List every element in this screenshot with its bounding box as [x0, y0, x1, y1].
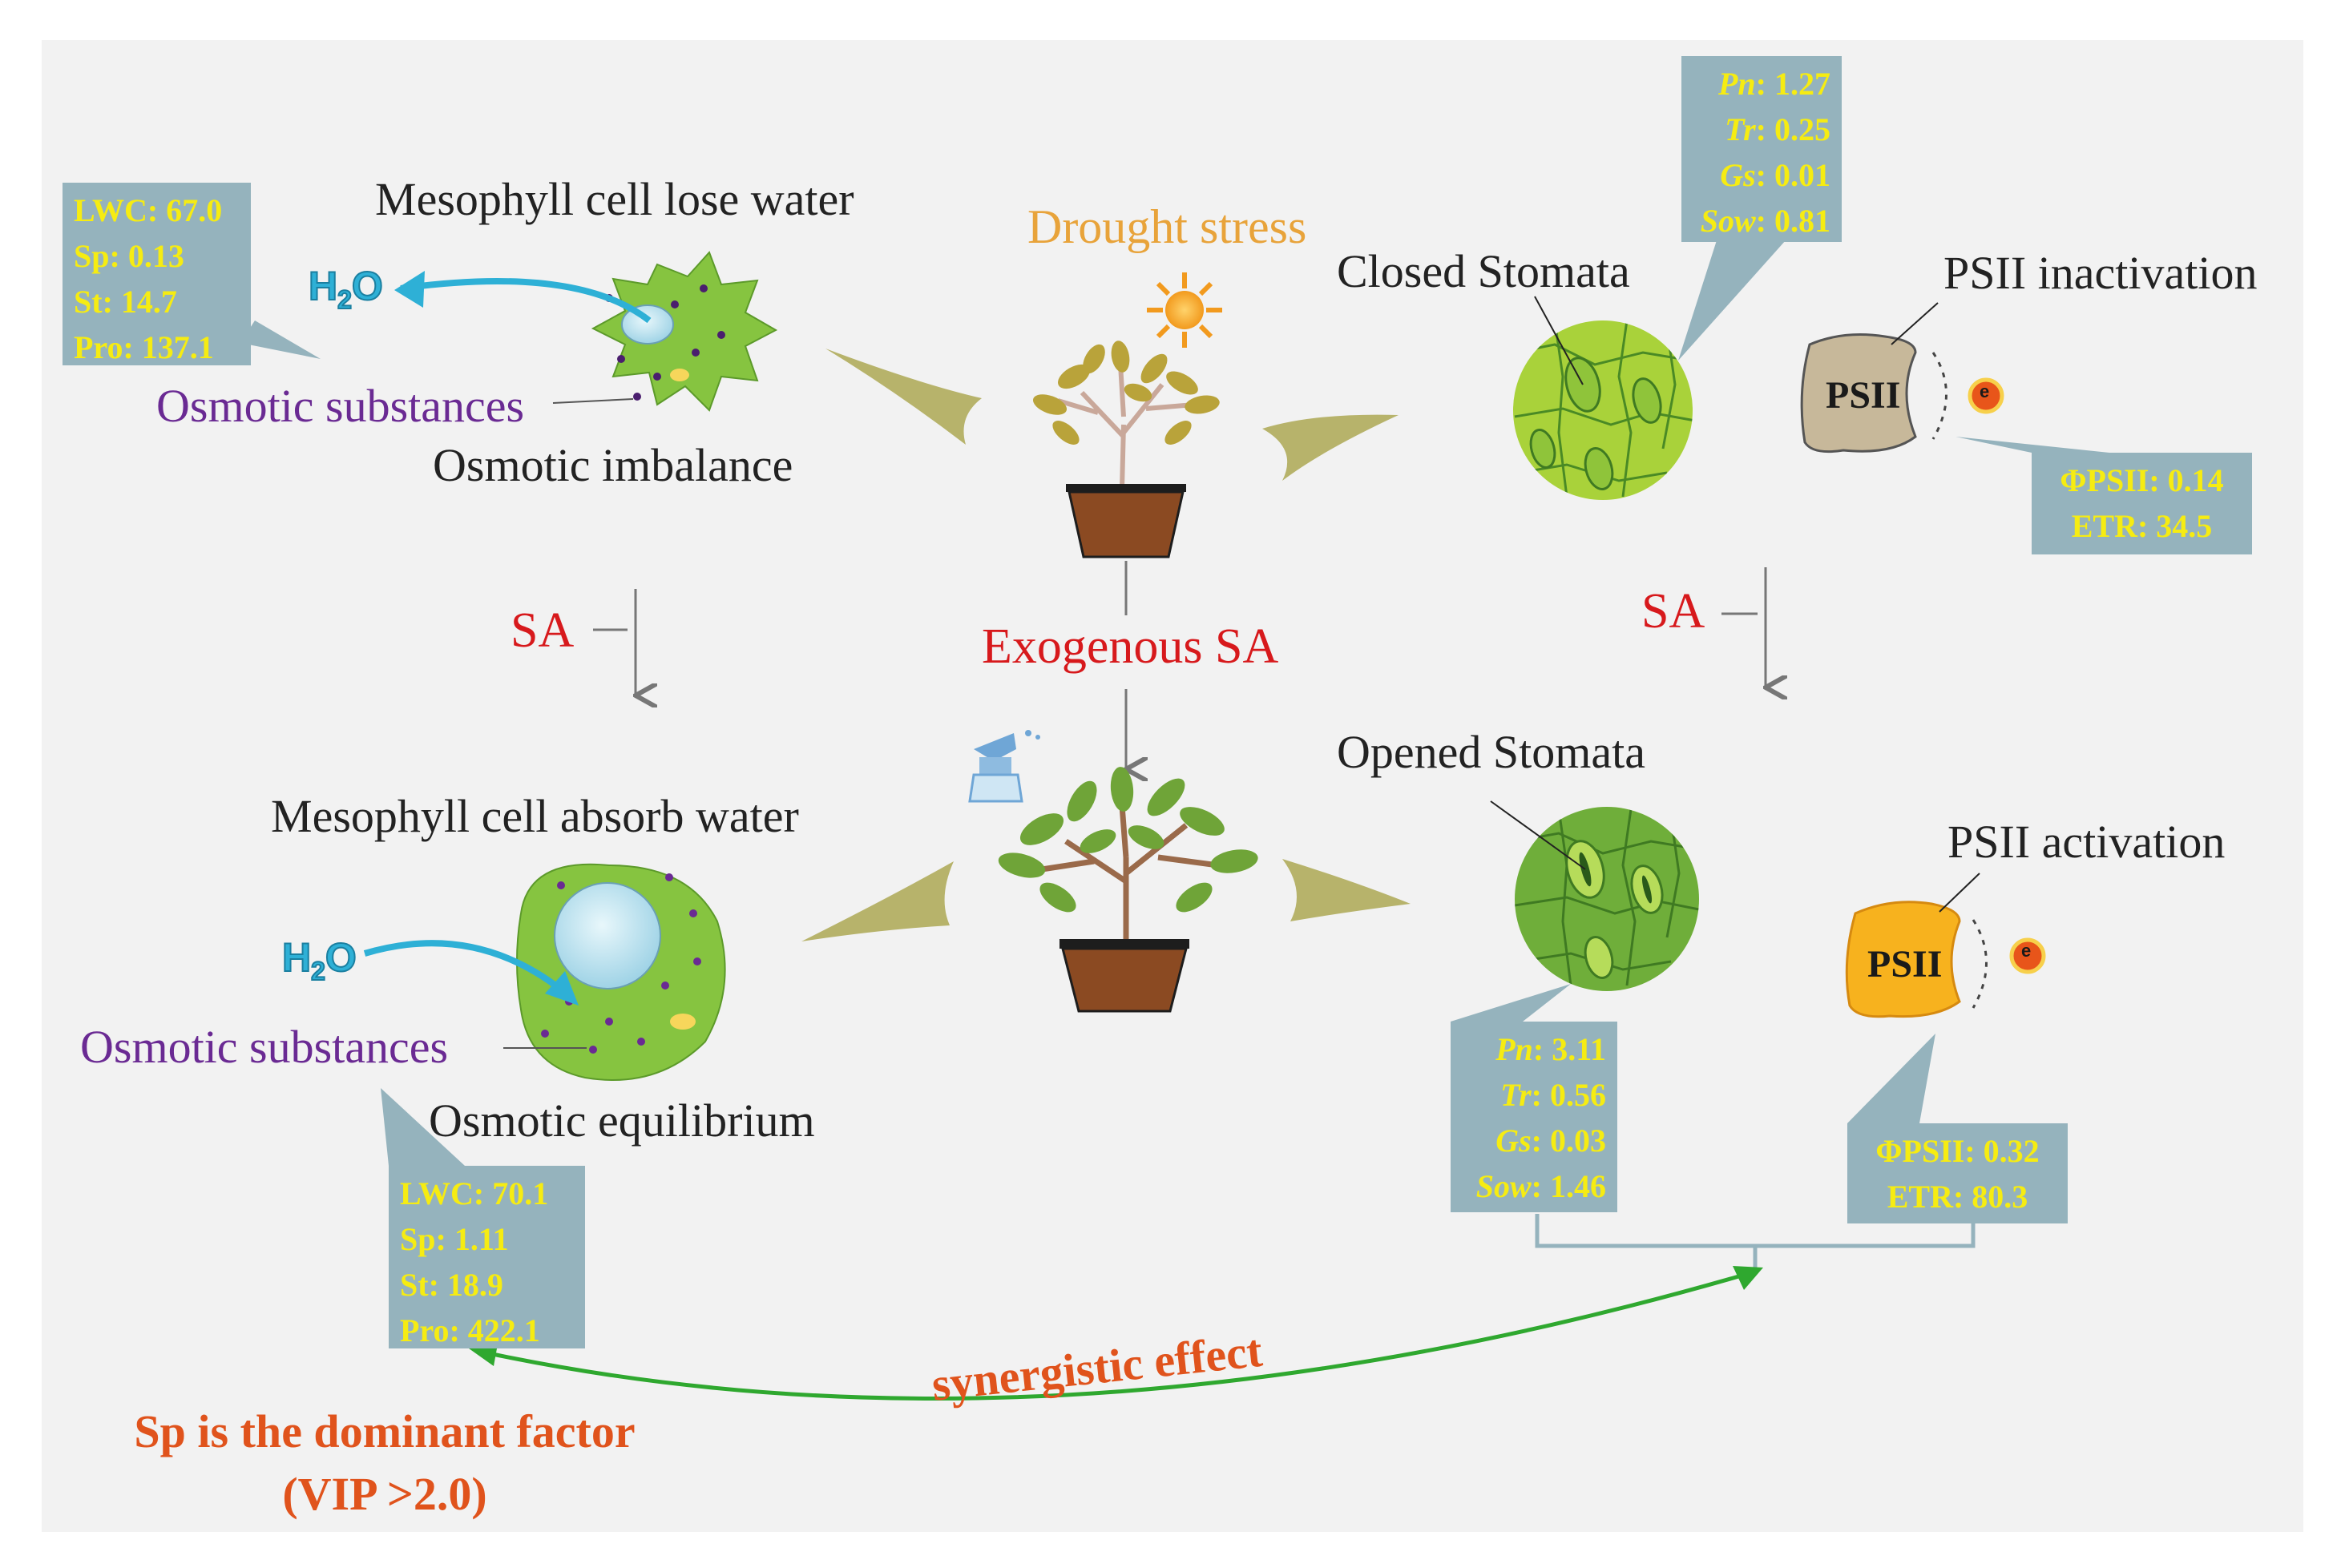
closed-stomata-image: [1513, 296, 1693, 500]
drought-mesophyll-cell: [591, 251, 778, 412]
sa-mesophyll-cell: [516, 863, 726, 1081]
label-drought-stress: Drought stress: [1027, 200, 1307, 253]
flow-arrow-to-mesophyll-absorb: [801, 861, 954, 941]
water-absorb-arrowhead: [545, 971, 579, 1006]
label-psii-inactivation: PSII inactivation: [1943, 247, 2258, 299]
flow-arrow-to-drought-plant: [825, 349, 982, 445]
label-osmotic-substances-top: Osmotic substances: [156, 380, 525, 432]
value-box-drought-psii: ΦPSII: 0.14 ETR: 34.5: [2032, 453, 2252, 554]
synergy-arrowhead-right: [1733, 1266, 1763, 1290]
value-box-drought-cell: LWC: 67.0 Sp: 0.13 St: 14.7 Pro: 137.1: [63, 183, 251, 365]
label-exogenous-sa: Exogenous SA: [982, 619, 1279, 674]
water-loss-arrowhead: [394, 271, 425, 308]
synergy-arrow: [484, 1272, 1748, 1401]
label-mesophyll-lose-water: Mesophyll cell lose water: [375, 173, 854, 225]
label-osmotic-equilibrium: Osmotic equilibrium: [429, 1094, 815, 1147]
label-dominant-factor: Sp is the dominant factor: [134, 1405, 636, 1457]
h2o-icon-bottom: H2O: [281, 935, 357, 986]
callout-tail-sa-psii: [1847, 1034, 1935, 1123]
label-osmotic-substances-bottom: Osmotic substances: [80, 1021, 449, 1073]
value-box-sa-cell: LWC: 70.1 Sp: 1.11 St: 18.9 Pro: 422.1: [389, 1166, 585, 1348]
electron-icon-inactive: e: [1980, 381, 1990, 401]
flow-arrow-to-closed-stomata: [1262, 414, 1399, 481]
value-box-sa-stomata: Pn: 3.11 Tr: 0.56 Gs: 0.03 Sow: 1.46: [1451, 1022, 1617, 1212]
label-sa-right: SA: [1641, 584, 1705, 639]
value-box-sa-psii: ΦPSII: 0.32 ETR: 80.3: [1847, 1123, 2068, 1223]
callout-tail-drought-stomata: [1678, 240, 1786, 361]
label-mesophyll-absorb-water: Mesophyll cell absorb water: [271, 790, 799, 842]
sa-plant: [998, 767, 1258, 1013]
sun-icon: [1147, 272, 1222, 348]
leader-osmotic-top: [552, 398, 634, 404]
water-loss-arrow: [400, 278, 652, 324]
callout-tail-sa-stomata: [1451, 984, 1571, 1022]
callout-tail-drought-cell: [240, 320, 321, 359]
value-box-drought-stomata: Pn: 1.27 Tr: 0.25 Gs: 0.01 Sow: 0.81: [1681, 56, 1842, 242]
label-osmotic-imbalance: Osmotic imbalance: [433, 439, 793, 491]
label-psii-activation: PSII activation: [1947, 816, 2226, 868]
flow-arrow-to-opened-stomata: [1282, 859, 1411, 921]
h2o-icon-top: H2O: [308, 264, 384, 314]
callout-tail-drought-psii: [1956, 437, 2109, 453]
psii-active-shape: [1845, 873, 2046, 1018]
opened-stomata-image: [1490, 800, 1699, 991]
water-absorb-arrow: [363, 940, 563, 993]
psii-inactive-shape: [1800, 302, 2004, 453]
label-closed-stomata: Closed Stomata: [1337, 245, 1630, 297]
callout-tail-sa-cell: [381, 1088, 465, 1166]
label-sa-left: SA: [511, 603, 575, 658]
label-vip: (VIP >2.0): [282, 1468, 487, 1520]
drought-plant: [1032, 341, 1220, 558]
psii-active-label: PSII: [1867, 943, 1943, 986]
psii-inactive-label: PSII: [1826, 374, 1901, 417]
spray-bottle-icon: [968, 730, 1040, 803]
label-opened-stomata: Opened Stomata: [1337, 726, 1645, 778]
electron-icon-active: e: [2021, 941, 2032, 961]
